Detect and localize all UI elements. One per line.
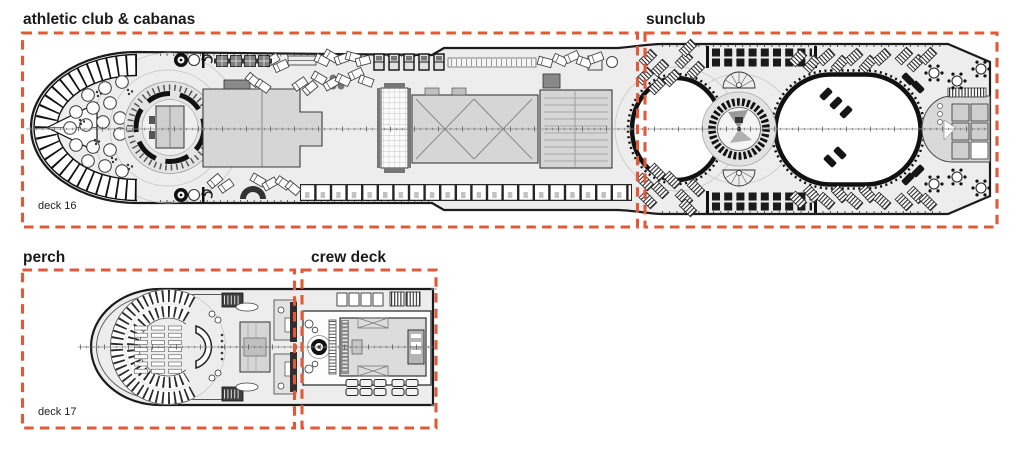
glass-roof-strip [380,87,409,169]
region-label-perch: perch [23,249,65,266]
region-outline-crew-deck [300,268,438,430]
perch-stage [195,324,213,370]
cabana-row [300,184,632,201]
deck17-plan [78,287,437,407]
region-label-sunclub: sunclub [646,11,705,28]
region-label-crew-deck: crew deck [311,249,386,266]
region-outline-sunclub [643,31,999,229]
bow-circular-venue [123,81,217,174]
region-outline-perch [20,268,297,430]
region-label-athletic-club: athletic club & cabanas [23,11,195,28]
arch-fixture [240,186,266,199]
deck16-label: deck 16 [38,200,77,212]
deck16-plan [26,38,992,218]
deck17-label: deck 17 [38,406,77,418]
sunclub-seat-rows [706,46,817,213]
region-outline-athletic-club [20,31,640,229]
midship-structures [202,79,613,173]
sunclub-racetrack [773,72,923,187]
perch-structures [208,292,297,402]
